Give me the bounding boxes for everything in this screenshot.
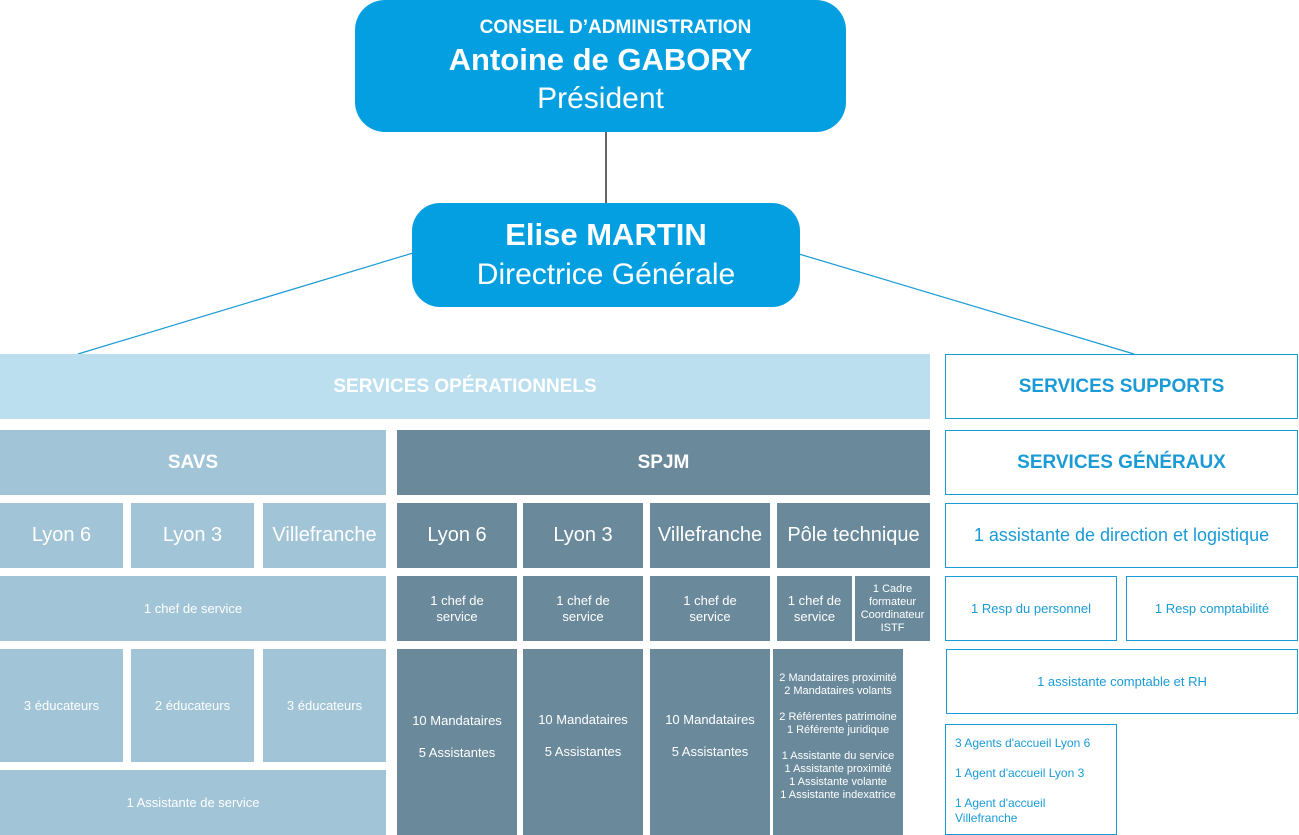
director-box: Elise MARTIN Directrice Générale xyxy=(412,203,800,307)
resp-personnel-box: 1 Resp du personnel xyxy=(945,576,1117,641)
agents-accueil-box: 3 Agents d'accueil Lyon 6 1 Agent d'accu… xyxy=(945,724,1117,835)
savs-educateurs-lyon3: 2 éducateurs xyxy=(131,649,254,762)
spjm-staff-pole-technique: 2 Mandataires proximité 2 Mandataires vo… xyxy=(773,649,903,835)
pole-staff-line: 2 Mandataires volants xyxy=(784,685,892,697)
spjm-staff-lyon6: 10 Mandataires 5 Assistantes xyxy=(397,649,517,835)
savs-site-villefranche: Villefranche xyxy=(263,503,386,568)
savs-assistante-label: 1 Assistante de service xyxy=(126,794,260,810)
assistantes-label: 5 Assistantes xyxy=(544,744,622,759)
cadre-line: ISTF xyxy=(880,621,905,634)
board-president-role: Président xyxy=(537,82,664,115)
savs-educateurs-villefranche: 3 éducateurs xyxy=(263,649,386,762)
savs-title: SAVS xyxy=(167,451,219,473)
cadre-line: formateur xyxy=(868,595,917,608)
assistante-direction-label: 1 assistante de direction et logistique xyxy=(973,525,1270,545)
spjm-site-label: Lyon 6 xyxy=(427,524,487,546)
director-role: Directrice Générale xyxy=(476,258,736,291)
agents-line: 1 Agent d'accueil Lyon 3 xyxy=(955,766,1085,780)
director-to-support-line xyxy=(798,253,1135,355)
director-to-operational-line xyxy=(77,252,414,355)
assistante-compta-label: 1 assistante comptable et RH xyxy=(1037,673,1207,689)
pole-staff-line: 1 Référente juridique xyxy=(786,724,890,736)
mandataires-label: 10 Mandataires xyxy=(538,712,628,727)
board-president-name: Antoine de GABORY xyxy=(448,42,753,77)
pole-staff-line: 1 Assistante volante xyxy=(789,776,887,788)
pole-staff-line: 1 Assistante du service xyxy=(781,750,895,762)
spjm-site-villefranche: Villefranche xyxy=(650,503,770,568)
assistantes-label: 5 Assistantes xyxy=(418,745,496,760)
resp-compta-label: 1 Resp comptabilité xyxy=(1154,600,1270,616)
mandataires-label: 10 Mandataires xyxy=(412,713,502,728)
savs-site-lyon6: Lyon 6 xyxy=(0,503,123,568)
savs-header: SAVS xyxy=(0,430,386,495)
savs-educateurs-lyon6: 3 éducateurs xyxy=(0,649,123,762)
spjm-site-lyon3: Lyon 3 xyxy=(523,503,643,568)
savs-site-label: Lyon 6 xyxy=(31,524,92,546)
spjm-site-label: Villefranche xyxy=(657,524,763,546)
pole-staff-line: 1 Assistante proximité xyxy=(784,763,892,775)
spjm-chef-villefranche: 1 chef de service xyxy=(650,576,770,641)
cadre-line: Coordinateur xyxy=(860,608,925,621)
savs-educateurs-label: 3 éducateurs xyxy=(23,697,100,713)
general-services-title: SERVICES GÉNÉRAUX xyxy=(1017,451,1226,473)
assistante-direction-box: 1 assistante de direction et logistique xyxy=(945,503,1298,568)
resp-compta-box: 1 Resp comptabilité xyxy=(1126,576,1298,641)
pole-staff-line: 1 Assistante indexatrice xyxy=(780,789,896,801)
savs-educateurs-label: 2 éducateurs xyxy=(154,697,231,713)
spjm-site-label: Pôle technique xyxy=(787,524,920,546)
savs-assistante: 1 Assistante de service xyxy=(0,770,386,835)
spjm-chef-label: 1 chef de service xyxy=(556,592,610,624)
spjm-header: SPJM xyxy=(397,430,930,495)
resp-personnel-label: 1 Resp du personnel xyxy=(971,600,1091,616)
assistantes-label: 5 Assistantes xyxy=(671,744,749,759)
operational-services-header: SERVICES OPÉRATIONNELS xyxy=(0,354,930,419)
mandataires-label: 10 Mandataires xyxy=(665,712,755,727)
assistante-compta-box: 1 assistante comptable et RH xyxy=(946,649,1298,714)
spjm-site-pole-technique: Pôle technique xyxy=(777,503,930,568)
board-title: CONSEIL D’ADMINISTRATION xyxy=(479,17,752,38)
general-services-header: SERVICES GÉNÉRAUX xyxy=(945,430,1298,495)
savs-site-label: Villefranche xyxy=(272,524,377,546)
pole-staff-line: 2 Référentes patrimoine xyxy=(779,711,897,723)
spjm-chef-pole-technique: 1 chef de service xyxy=(777,576,852,641)
agents-line: 1 Agent d'accueil Villefranche xyxy=(955,796,1046,825)
savs-chef: 1 chef de service xyxy=(0,576,386,641)
savs-chef-label: 1 chef de service xyxy=(143,600,243,616)
cadre-line: 1 Cadre xyxy=(872,582,913,595)
spjm-chef-label: 1 chef de service xyxy=(787,592,842,624)
agents-line: 3 Agents d'accueil Lyon 6 xyxy=(955,736,1091,750)
savs-site-label: Lyon 3 xyxy=(162,524,223,546)
board-box: CONSEIL D’ADMINISTRATION Antoine de GABO… xyxy=(355,0,846,132)
spjm-site-lyon6: Lyon 6 xyxy=(397,503,517,568)
spjm-chef-lyon3: 1 chef de service xyxy=(523,576,643,641)
support-services-header: SERVICES SUPPORTS xyxy=(945,354,1298,419)
director-name: Elise MARTIN xyxy=(505,217,707,252)
spjm-staff-lyon3: 10 Mandataires 5 Assistantes xyxy=(523,649,643,835)
spjm-cadre-formateur: 1 Cadre formateur Coordinateur ISTF xyxy=(855,576,930,641)
spjm-title: SPJM xyxy=(637,451,690,473)
support-services-title: SERVICES SUPPORTS xyxy=(1018,375,1225,397)
spjm-chef-lyon6: 1 chef de service xyxy=(397,576,517,641)
savs-educateurs-label: 3 éducateurs xyxy=(286,697,363,713)
operational-services-title: SERVICES OPÉRATIONNELS xyxy=(333,375,597,397)
savs-site-lyon3: Lyon 3 xyxy=(131,503,254,568)
spjm-staff-villefranche: 10 Mandataires 5 Assistantes xyxy=(650,649,770,835)
spjm-chef-label: 1 chef de service xyxy=(430,592,484,624)
spjm-chef-label: 1 chef de service xyxy=(683,592,737,624)
pole-staff-line: 2 Mandataires proximité xyxy=(779,672,897,684)
spjm-site-label: Lyon 3 xyxy=(553,524,613,546)
